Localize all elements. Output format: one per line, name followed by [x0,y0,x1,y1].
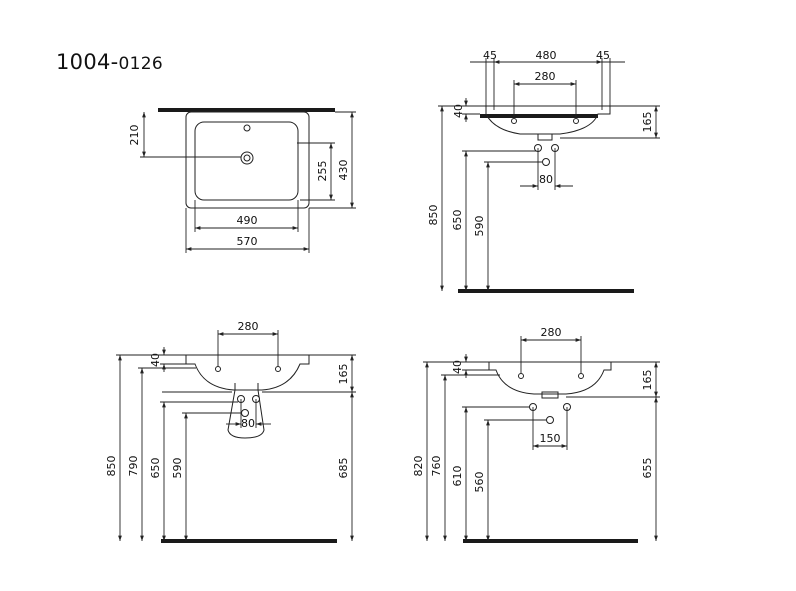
top-view-wall [158,108,335,112]
dim-80: 80 [539,173,553,186]
dim-820: 820 [412,456,425,477]
tap-hole [243,124,251,132]
side-view: 45 480 45 280 40 165 850 650 590 [427,49,660,293]
dim-655: 655 [641,458,654,479]
dim-560: 560 [473,472,486,493]
dim-590: 590 [171,458,184,479]
side-fix-hole-right [573,118,579,124]
front-left-semipedestal [227,383,265,439]
dim-850: 850 [105,456,118,477]
dim-650: 650 [149,458,162,479]
dim-255: 255 [316,161,329,182]
dim-210: 210 [128,125,141,146]
top-view-basin-outline [185,111,310,209]
dim-280: 280 [535,70,556,83]
dim-165: 165 [337,364,350,385]
front-left-basin [185,354,310,391]
side-view-basin [485,105,611,135]
dim-165: 165 [641,370,654,391]
front-right-basin [488,361,612,395]
top-view: 210 255 430 490 570 [128,108,356,253]
dim-590: 590 [473,216,486,237]
dim-280: 280 [541,326,562,339]
front-view-left: 280 40 165 850 790 650 590 685 [105,320,356,543]
dim-760: 760 [430,456,443,477]
front-right-fix-right [578,373,584,379]
title-suffix: 0126 [118,54,163,74]
dim-570: 570 [237,235,258,248]
dim-80: 80 [241,417,255,430]
front-left-fix-right [275,366,281,372]
front-right-fix-left [518,373,524,379]
dim-150: 150 [540,432,561,445]
drain-inner [243,154,251,162]
side-view-trap [537,133,553,141]
side-waste [542,158,550,166]
top-view-bowl [194,121,299,201]
dim-850: 850 [427,205,440,226]
title-main: 1004- [56,50,119,74]
front-right-waste [546,416,554,424]
front-right-trap [541,391,559,399]
dim-40: 40 [149,353,162,367]
front-left-waste [241,409,249,417]
front-left-fix-left [215,366,221,372]
dim-650: 650 [451,210,464,231]
drawing-title: 1004-0126 [56,50,163,74]
dim-430: 430 [337,160,350,181]
front-view-right: 280 40 165 820 760 610 560 655 [412,326,660,543]
dim-40: 40 [452,104,465,118]
dim-45-left: 45 [483,49,497,62]
dim-480: 480 [536,49,557,62]
dim-165: 165 [641,112,654,133]
side-view-floor [458,289,634,293]
front-right-floor [463,539,638,543]
dim-790: 790 [127,456,140,477]
side-fix-hole-left [511,118,517,124]
side-view-wall [480,114,598,118]
dim-610: 610 [451,466,464,487]
front-left-floor [161,539,337,543]
dim-490: 490 [237,214,258,227]
dim-685: 685 [337,458,350,479]
dim-280: 280 [238,320,259,333]
dim-45-right: 45 [596,49,610,62]
dim-40: 40 [451,360,464,374]
